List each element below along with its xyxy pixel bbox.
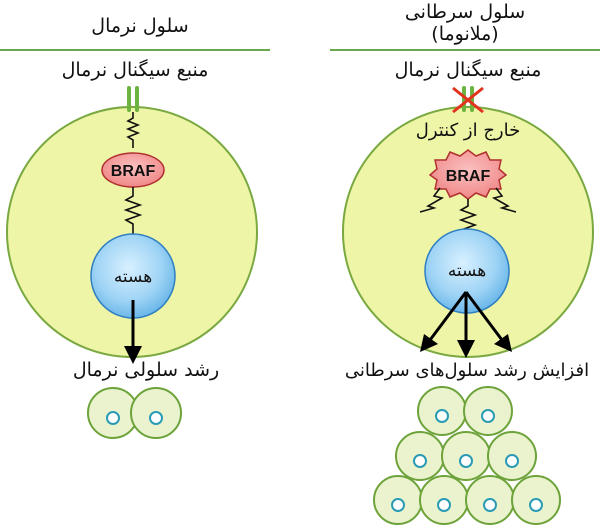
right-growth-arrows (420, 291, 512, 358)
right-signal-label: منبع سیگنال نرمال (395, 58, 542, 81)
left-signal-squiggle-upper (125, 112, 141, 148)
right-uncontrolled-label: خارج از کنترل (416, 120, 521, 141)
right-growth-arrow-right (464, 291, 504, 341)
cancer-cell (511, 475, 561, 525)
cancer-cell (417, 386, 467, 436)
right-braf-node: BRAF (428, 149, 508, 200)
right-panel-title-line2: (ملانوما) (431, 23, 498, 45)
left-braf-label: BRAF (111, 163, 156, 180)
left-panel-title: سلول نرمال (91, 15, 188, 37)
left-outcome-label: رشد سلولی نرمال (73, 359, 219, 381)
right-braf-label: BRAF (446, 168, 491, 185)
left-daughter-cell (130, 387, 182, 439)
left-signal-squiggle-lower (123, 187, 143, 234)
left-daughter-cell (87, 387, 139, 439)
right-nucleus: هسته (424, 228, 510, 314)
cancer-cell (395, 431, 445, 481)
right-outcome-label: افزایش رشد سلول‌های سرطانی (345, 360, 589, 381)
cancer-cell (419, 475, 469, 525)
right-growth-arrowhead-center (457, 340, 475, 358)
cancer-cell (463, 386, 513, 436)
cancer-cell (487, 431, 537, 481)
cancer-cell (441, 431, 491, 481)
right-signal-squiggle-left (419, 187, 445, 213)
left-daughter-cells (87, 387, 182, 439)
left-receptor-icon (127, 86, 139, 112)
left-panel: سلول نرمال منبع سیگنال نرمال BRAF هسته ر… (0, 15, 270, 439)
left-nucleus-label: هسته (114, 267, 152, 287)
right-panel-title-line1: سلول سرطانی (405, 1, 525, 23)
right-panel: سلول سرطانی (ملانوما) منبع سیگنال نرمال … (330, 1, 600, 525)
left-signal-label: منبع سیگنال نرمال (62, 58, 209, 81)
blocked-cross-icon (452, 86, 484, 114)
right-signal-squiggle-right (491, 187, 517, 213)
right-growth-arrowhead-right (494, 334, 512, 352)
left-nucleus: هسته (90, 233, 176, 319)
right-cancer-cells (373, 386, 561, 525)
right-nucleus-label: هسته (448, 261, 486, 281)
left-growth-arrowhead (124, 346, 142, 364)
cancer-cell (465, 475, 515, 525)
left-braf-node: BRAF (101, 152, 165, 188)
right-growth-arrow-left (428, 291, 468, 341)
cancer-cell (373, 475, 423, 525)
right-growth-arrowhead-left (420, 334, 438, 352)
